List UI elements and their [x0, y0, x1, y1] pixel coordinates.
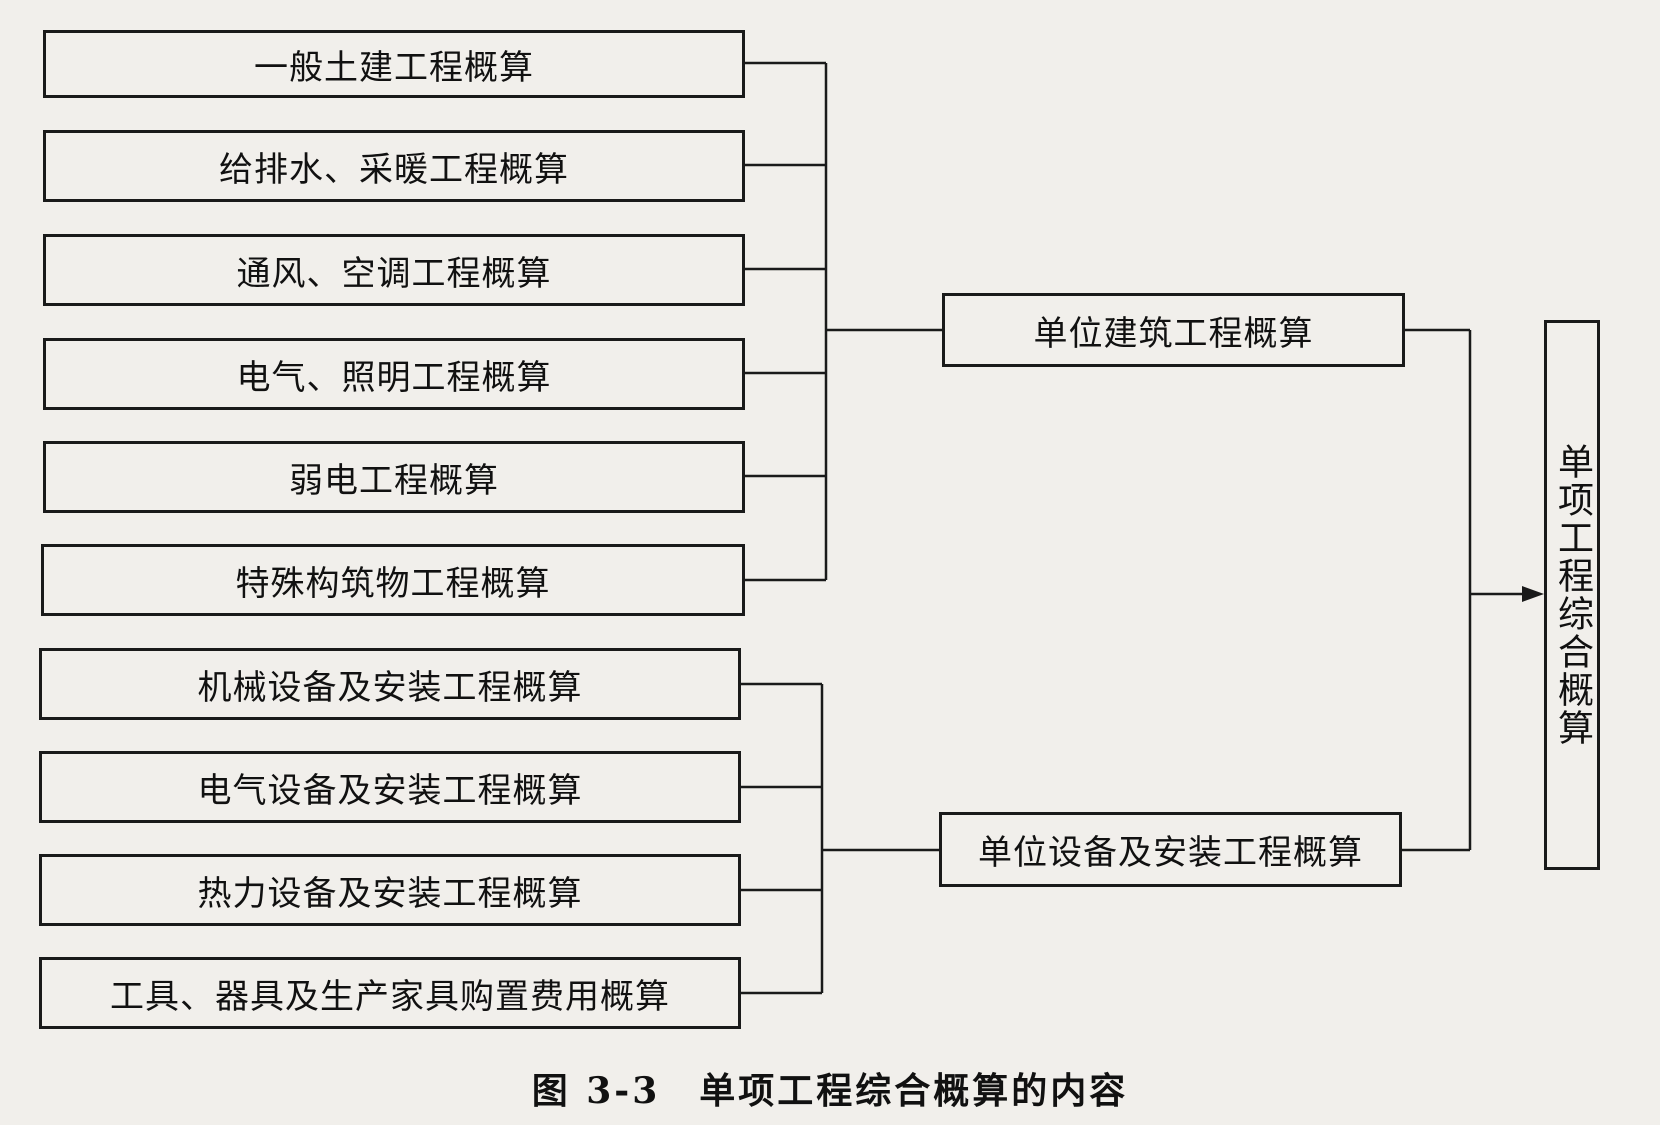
- connector-lines: [741, 61, 1528, 995]
- left-item-electrical-equipment: 电气设备及安装工程概算: [39, 751, 741, 823]
- left-item-special-structures: 特殊构筑物工程概算: [41, 544, 745, 616]
- arrow-head-icon: [1522, 586, 1544, 602]
- left-item-water-heating: 给排水、采暖工程概算: [43, 130, 745, 202]
- single-item-comprehensive-estimate: 单项工程综合概算: [1544, 320, 1600, 870]
- unit-building-estimate: 单位建筑工程概算: [942, 293, 1405, 367]
- left-item-mechanical-equipment: 机械设备及安装工程概算: [39, 648, 741, 720]
- left-item-general-civil: 一般土建工程概算: [43, 30, 745, 98]
- left-item-electrical-lighting: 电气、照明工程概算: [43, 338, 745, 410]
- unit-equipment-estimate: 单位设备及安装工程概算: [939, 812, 1402, 887]
- left-item-tools-furniture: 工具、器具及生产家具购置费用概算: [39, 957, 741, 1029]
- left-item-ventilation-ac: 通风、空调工程概算: [43, 234, 745, 306]
- figure-caption: 图 3-3 单项工程综合概算的内容: [531, 1070, 1129, 1112]
- left-item-thermal-equipment: 热力设备及安装工程概算: [39, 854, 741, 926]
- left-item-weak-current: 弱电工程概算: [43, 441, 745, 513]
